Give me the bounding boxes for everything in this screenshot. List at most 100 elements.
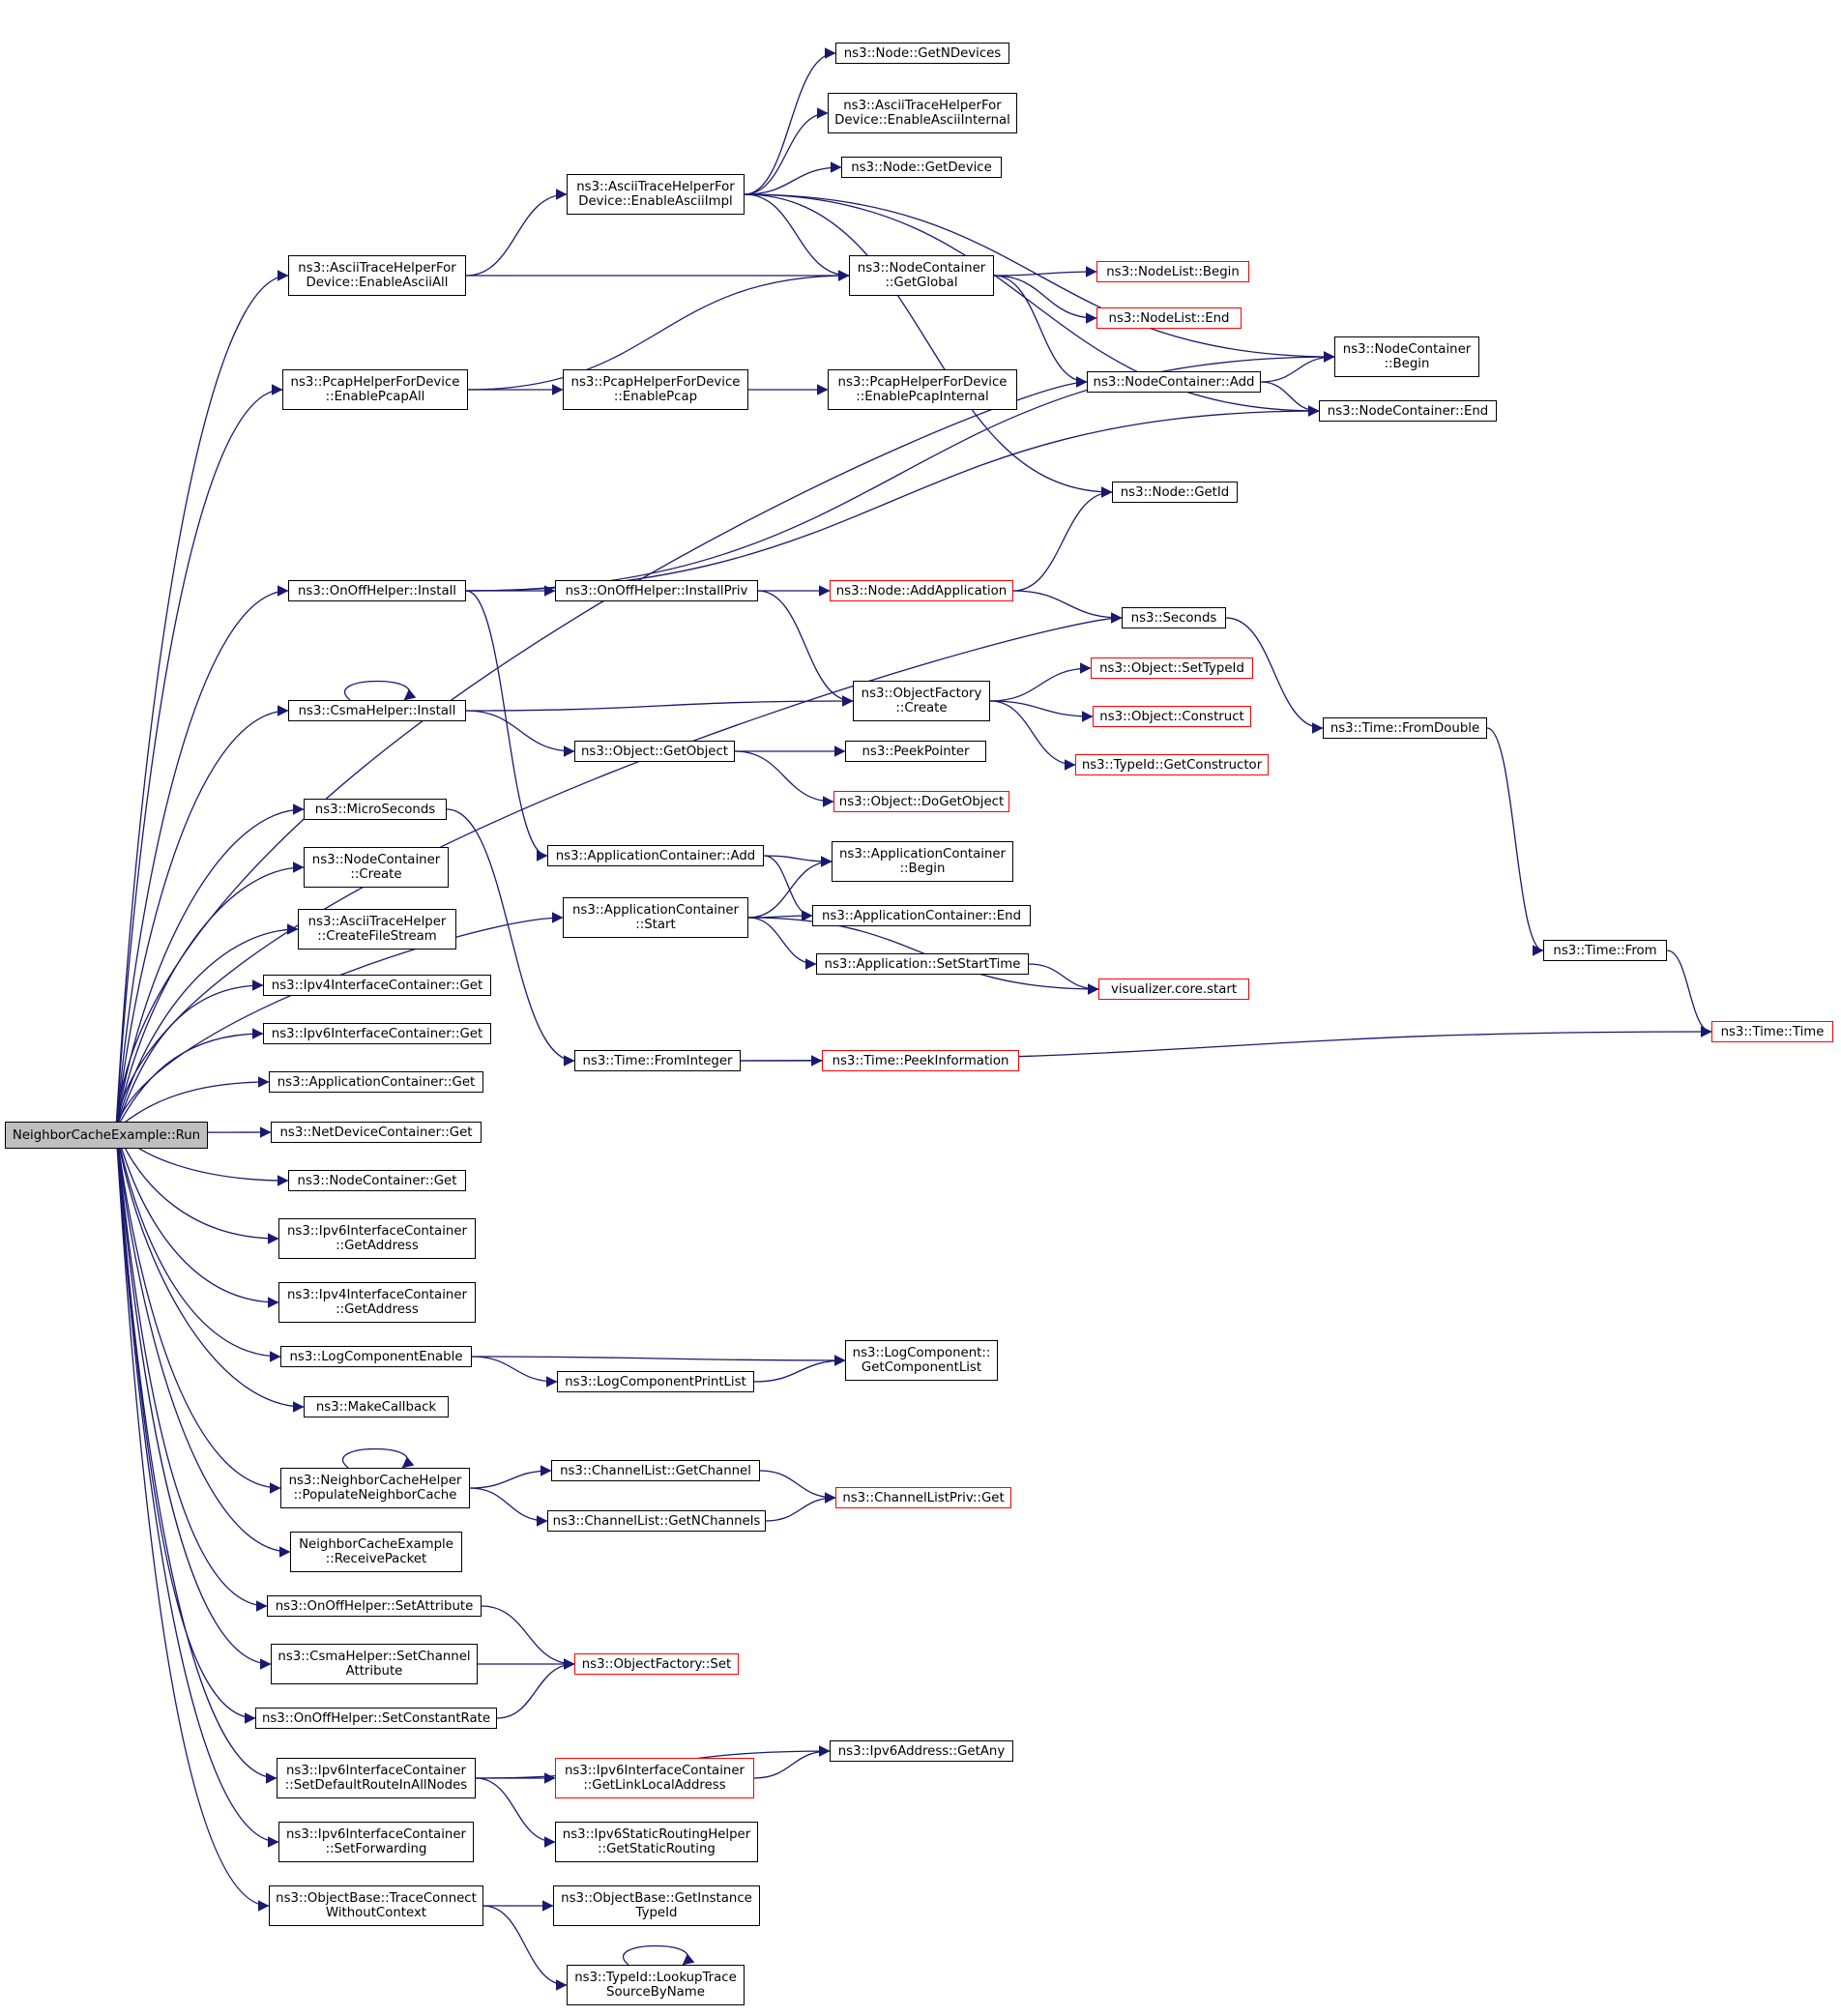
edge-csma-install-to-csma-install bbox=[343, 680, 417, 701]
node-time-time[interactable]: ns3::Time::Time bbox=[1711, 1021, 1833, 1042]
edge-onoff-install-to-nc-begin bbox=[465, 351, 1335, 592]
node-onoff-install[interactable]: ns3::OnOffHelper::Install bbox=[288, 580, 466, 601]
edge-populate-to-populate bbox=[341, 1447, 415, 1469]
edge-log-printlist-to-log-getlist bbox=[753, 1355, 846, 1383]
node-onoff-installpriv[interactable]: ns3::OnOffHelper::InstallPriv bbox=[555, 580, 758, 601]
node-ipv6addr-getany[interactable]: ns3::Ipv6Address::GetAny bbox=[830, 1740, 1013, 1762]
node-of-create[interactable]: ns3::ObjectFactory ::Create bbox=[853, 681, 990, 721]
edge-lookuptrace-to-lookuptrace bbox=[622, 1944, 695, 1966]
node-ipv4ic-getaddr[interactable]: ns3::Ipv4InterfaceContainer ::GetAddress bbox=[278, 1282, 476, 1323]
node-seconds[interactable]: ns3::Seconds bbox=[1122, 607, 1226, 628]
node-chlpriv-get[interactable]: ns3::ChannelListPriv::Get bbox=[835, 1487, 1011, 1508]
node-nc-create[interactable]: ns3::NodeContainer ::Create bbox=[304, 847, 449, 888]
node-ascii-all[interactable]: ns3::AsciiTraceHelperFor Device::EnableA… bbox=[288, 255, 466, 296]
edge-obj-getobject-to-obj-dogetobject bbox=[734, 750, 834, 807]
node-appc-add[interactable]: ns3::ApplicationContainer::Add bbox=[547, 845, 764, 866]
edge-run-to-onoff-install bbox=[115, 585, 289, 1130]
edge-onoff-setrate-to-of-set bbox=[496, 1658, 575, 1719]
edge-ipv6ic-setdefault-to-ipv6static bbox=[475, 1777, 556, 1848]
node-ipv6ic-getaddr[interactable]: ns3::Ipv6InterfaceContainer ::GetAddress bbox=[278, 1218, 476, 1259]
edge-ascii-impl-to-node-getndev bbox=[744, 47, 836, 195]
node-ascii-internal[interactable]: ns3::AsciiTraceHelperFor Device::EnableA… bbox=[828, 93, 1017, 133]
edge-trace-connect-to-lookuptrace bbox=[482, 1905, 568, 1991]
node-trace-connect[interactable]: ns3::ObjectBase::TraceConnect WithoutCon… bbox=[269, 1885, 483, 1926]
node-nc-getglobal[interactable]: ns3::NodeContainer ::GetGlobal bbox=[849, 255, 994, 296]
node-app-setstart[interactable]: ns3::Application::SetStartTime bbox=[816, 953, 1029, 975]
node-pcap-all[interactable]: ns3::PcapHelperForDevice ::EnablePcapAll bbox=[282, 369, 468, 410]
edge-onoff-install-to-appc-add bbox=[465, 590, 548, 862]
node-appc-begin[interactable]: ns3::ApplicationContainer ::Begin bbox=[832, 841, 1013, 882]
node-obj-construct[interactable]: ns3::Object::Construct bbox=[1093, 706, 1251, 727]
node-obj-dogetobject[interactable]: ns3::Object::DoGetObject bbox=[833, 791, 1009, 812]
node-viz-start[interactable]: visualizer.core.start bbox=[1098, 979, 1249, 1000]
node-nc-add[interactable]: ns3::NodeContainer::Add bbox=[1087, 371, 1261, 393]
node-nc-begin[interactable]: ns3::NodeContainer ::Begin bbox=[1334, 336, 1479, 377]
node-time-peekinfo[interactable]: ns3::Time::PeekInformation bbox=[822, 1050, 1019, 1071]
node-nc-end[interactable]: ns3::NodeContainer::End bbox=[1319, 400, 1497, 422]
node-time-fromdouble[interactable]: ns3::Time::FromDouble bbox=[1323, 717, 1487, 739]
edge-csma-install-to-of-create bbox=[465, 695, 854, 712]
edge-run-to-onoff-setattr bbox=[115, 1128, 268, 1612]
node-csma-setchan[interactable]: ns3::CsmaHelper::SetChannel Attribute bbox=[271, 1644, 478, 1684]
node-chl-getchannel[interactable]: ns3::ChannelList::GetChannel bbox=[551, 1460, 760, 1481]
node-time-fromint[interactable]: ns3::Time::FromInteger bbox=[574, 1050, 741, 1071]
edge-ipv6ic-getll-to-ipv6addr-getany bbox=[753, 1745, 831, 1779]
node-make-callback[interactable]: ns3::MakeCallback bbox=[304, 1396, 449, 1417]
edge-appc-start-to-app-setstart bbox=[747, 917, 817, 970]
node-ipv4ic-get[interactable]: ns3::Ipv4InterfaceContainer::Get bbox=[263, 975, 491, 996]
edge-run-to-csma-install bbox=[115, 705, 289, 1130]
node-ipv6ic-getll[interactable]: ns3::Ipv6InterfaceContainer ::GetLinkLoc… bbox=[555, 1758, 754, 1798]
node-ipv6ic-get[interactable]: ns3::Ipv6InterfaceContainer::Get bbox=[263, 1023, 491, 1044]
node-onoff-setattr[interactable]: ns3::OnOffHelper::SetAttribute bbox=[267, 1595, 482, 1617]
node-log-enable[interactable]: ns3::LogComponentEnable bbox=[280, 1346, 472, 1367]
node-ndc-get[interactable]: ns3::NetDeviceContainer::Get bbox=[271, 1122, 482, 1143]
node-obj-settypeid[interactable]: ns3::Object::SetTypeId bbox=[1091, 657, 1253, 679]
edge-ascii-impl-to-node-getdev bbox=[744, 161, 842, 195]
node-receive-packet[interactable]: NeighborCacheExample ::ReceivePacket bbox=[290, 1532, 462, 1572]
edge-microseconds-to-time-fromint bbox=[446, 808, 575, 1066]
edge-run-to-populate bbox=[115, 1128, 281, 1494]
node-of-set[interactable]: ns3::ObjectFactory::Set bbox=[574, 1653, 739, 1675]
edge-ascii-impl-to-nc-getglobal bbox=[744, 193, 850, 281]
node-appc-end[interactable]: ns3::ApplicationContainer::End bbox=[812, 905, 1031, 926]
node-appc-get[interactable]: ns3::ApplicationContainer::Get bbox=[269, 1071, 483, 1093]
node-pcap-enable[interactable]: ns3::PcapHelperForDevice ::EnablePcap bbox=[563, 369, 748, 410]
edge-chl-getn-to-chlpriv-get bbox=[765, 1492, 836, 1522]
node-csma-install[interactable]: ns3::CsmaHelper::Install bbox=[288, 700, 466, 721]
node-appc-start[interactable]: ns3::ApplicationContainer ::Start bbox=[563, 897, 748, 938]
node-getinstancetid[interactable]: ns3::ObjectBase::GetInstance TypeId bbox=[553, 1885, 760, 1926]
node-nodelist-begin[interactable]: ns3::NodeList::Begin bbox=[1096, 261, 1249, 282]
node-ipv6ic-setdefault[interactable]: ns3::Ipv6InterfaceContainer ::SetDefault… bbox=[277, 1758, 476, 1798]
edge-ascii-impl-to-ascii-internal bbox=[744, 107, 829, 195]
node-populate[interactable]: ns3::NeighborCacheHelper ::PopulateNeigh… bbox=[280, 1468, 470, 1508]
edge-populate-to-chl-getchannel bbox=[469, 1465, 552, 1489]
edge-appc-start-to-appc-begin bbox=[747, 856, 833, 919]
node-node-getdev[interactable]: ns3::Node::GetDevice bbox=[841, 157, 1002, 178]
edge-ascii-impl-to-node-getid bbox=[744, 193, 1113, 498]
node-microseconds[interactable]: ns3::MicroSeconds bbox=[304, 799, 447, 820]
node-pcap-internal[interactable]: ns3::PcapHelperForDevice ::EnablePcapInt… bbox=[828, 369, 1017, 410]
node-onoff-setrate[interactable]: ns3::OnOffHelper::SetConstantRate bbox=[255, 1708, 497, 1729]
node-tid-getctor[interactable]: ns3::TypeId::GetConstructor bbox=[1075, 754, 1269, 775]
edge-log-enable-to-log-printlist bbox=[471, 1356, 558, 1388]
node-create-file-stream[interactable]: ns3::AsciiTraceHelper ::CreateFileStream bbox=[298, 909, 456, 950]
node-nodelist-end[interactable]: ns3::NodeList::End bbox=[1096, 307, 1242, 329]
node-node-addapp[interactable]: ns3::Node::AddApplication bbox=[830, 580, 1013, 601]
node-nc-get[interactable]: ns3::NodeContainer::Get bbox=[288, 1170, 466, 1191]
node-ipv6ic-setfwd[interactable]: ns3::Ipv6InterfaceContainer ::SetForward… bbox=[278, 1822, 474, 1862]
node-log-printlist[interactable]: ns3::LogComponentPrintList bbox=[557, 1371, 754, 1392]
edge-nc-getglobal-to-nodelist-end bbox=[993, 275, 1097, 324]
node-peekpointer[interactable]: ns3::PeekPointer bbox=[845, 741, 986, 762]
node-time-from[interactable]: ns3::Time::From bbox=[1543, 940, 1667, 961]
node-chl-getn[interactable]: ns3::ChannelList::GetNChannels bbox=[547, 1510, 766, 1532]
node-node-getid[interactable]: ns3::Node::GetId bbox=[1112, 482, 1238, 503]
node-obj-getobject[interactable]: ns3::Object::GetObject bbox=[574, 741, 735, 762]
node-ipv6static[interactable]: ns3::Ipv6StaticRoutingHelper ::GetStatic… bbox=[555, 1822, 758, 1862]
edge-of-create-to-tid-getctor bbox=[989, 700, 1076, 771]
node-ascii-impl[interactable]: ns3::AsciiTraceHelperFor Device::EnableA… bbox=[567, 174, 745, 215]
node-log-getlist[interactable]: ns3::LogComponent:: GetComponentList bbox=[845, 1340, 998, 1381]
node-node-getndev[interactable]: ns3::Node::GetNDevices bbox=[835, 43, 1009, 64]
node-lookuptrace[interactable]: ns3::TypeId::LookupTrace SourceByName bbox=[567, 1965, 745, 2005]
edge-run-to-ipv4ic-get bbox=[115, 979, 264, 1130]
